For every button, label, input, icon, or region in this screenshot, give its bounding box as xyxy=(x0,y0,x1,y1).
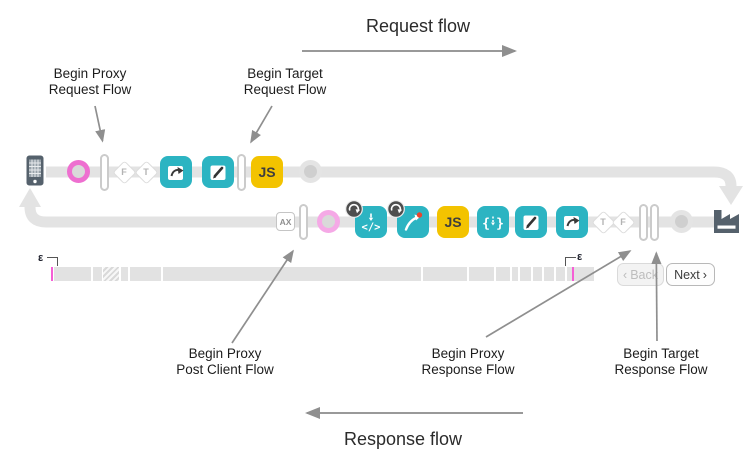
timeline-gap xyxy=(91,267,93,281)
diamond-letter: T xyxy=(600,216,606,227)
timeline-gap xyxy=(554,267,556,281)
brace-open-glyph: { xyxy=(482,217,490,232)
proxy-request-start-circle[interactable] xyxy=(67,160,90,183)
timeline-gap xyxy=(494,267,496,281)
diamond-letter: F xyxy=(620,216,626,227)
timeline-gap xyxy=(128,267,130,281)
callout-begin-proxy-request-flow: Begin Proxy Request Flow xyxy=(15,66,165,98)
timeline-hatched-segment xyxy=(103,267,119,281)
javascript-policy-icon[interactable]: JS xyxy=(437,206,469,238)
timeline-gap xyxy=(531,267,533,281)
back-chevron-icon: ‹ xyxy=(623,267,628,282)
timeline-bracket-right xyxy=(565,257,576,266)
callout-policy-icon[interactable] xyxy=(160,156,192,188)
begin-proxy-response-flow-marker[interactable] xyxy=(639,204,648,241)
target-response-end-circle[interactable] xyxy=(670,210,693,233)
proxy-response-start-circle[interactable] xyxy=(317,210,340,233)
code-glyph: </> xyxy=(362,222,381,234)
timeline-gap xyxy=(161,267,163,281)
extract-variables-policy-icon[interactable]: { } xyxy=(477,206,509,238)
callout-line: Request Flow xyxy=(243,82,327,97)
back-button[interactable]: ‹ Back xyxy=(617,263,664,286)
message-edit-policy-icon[interactable] xyxy=(515,206,547,238)
back-button-label: Back xyxy=(630,267,658,282)
client-phone-icon[interactable] xyxy=(26,155,44,191)
timeline-gap xyxy=(510,267,512,281)
callout-line: Response Flow xyxy=(614,362,708,377)
timeline-gap xyxy=(518,267,520,281)
begin-target-request-flow-marker[interactable] xyxy=(237,154,246,191)
callout-line: Post Client Flow xyxy=(176,362,274,377)
diamond-letter: T xyxy=(143,166,149,177)
callout-policy-icon[interactable] xyxy=(556,206,588,238)
callout-line: Begin Proxy xyxy=(188,346,262,361)
response-flow-line xyxy=(24,206,719,228)
callout-begin-target-response-flow: Begin Target Response Flow xyxy=(586,346,736,378)
request-flow-label: Request flow xyxy=(365,16,471,36)
callout-line: Begin Target xyxy=(247,66,323,81)
begin-target-response-flow-marker[interactable] xyxy=(650,204,659,241)
next-chevron-icon: › xyxy=(702,267,707,282)
target-request-end-circle[interactable] xyxy=(299,160,322,183)
callout-line: Response Flow xyxy=(421,362,515,377)
callout-begin-proxy-response-flow: Begin Proxy Response Flow xyxy=(393,346,543,378)
callout-begin-target-request-flow: Begin Target Request Flow xyxy=(210,66,360,98)
timeline-gap xyxy=(421,267,423,281)
begin-proxy-request-flow-marker[interactable] xyxy=(100,154,109,191)
begin-proxy-post-client-flow-marker[interactable] xyxy=(299,204,308,240)
timeline-epsilon-right: ε xyxy=(577,251,583,263)
timeline-gap xyxy=(119,267,121,281)
request-flow-line xyxy=(46,166,737,187)
callout-line: Begin Proxy xyxy=(431,346,505,361)
loop-badge-icon xyxy=(387,200,405,218)
callout-line: Begin Proxy xyxy=(53,66,127,81)
backend-factory-icon[interactable] xyxy=(711,205,742,240)
timeline-bracket-left xyxy=(47,257,58,266)
next-button-label: Next xyxy=(674,267,700,282)
response-flow-label: Response flow xyxy=(343,429,463,449)
timeline-epsilon-left: ε xyxy=(38,252,44,264)
callout-begin-proxy-post-client-flow: Begin Proxy Post Client Flow xyxy=(150,346,300,378)
brace-close-glyph: } xyxy=(496,217,504,232)
condition-true-diamond[interactable]: T xyxy=(590,209,616,235)
timeline-end-tick xyxy=(572,267,574,281)
analytics-step-icon[interactable]: AX xyxy=(276,212,295,231)
diamond-letter: F xyxy=(121,166,127,177)
condition-false-diamond[interactable]: F xyxy=(111,159,137,185)
message-edit-policy-icon[interactable] xyxy=(202,156,234,188)
request-flow-down-arrowhead xyxy=(719,186,743,205)
timeline-start-tick xyxy=(51,267,53,281)
condition-true-diamond[interactable]: T xyxy=(133,159,159,185)
callout-line: Begin Target xyxy=(623,346,699,361)
javascript-policy-icon[interactable]: JS xyxy=(251,156,283,188)
response-flow-up-arrowhead xyxy=(19,188,41,207)
callout-line: Request Flow xyxy=(48,82,132,97)
next-button[interactable]: Next › xyxy=(666,263,715,286)
loop-badge-icon xyxy=(345,200,363,218)
timeline-gap xyxy=(542,267,544,281)
timeline-gap xyxy=(565,267,567,281)
timeline-gap xyxy=(467,267,469,281)
timeline-bar[interactable] xyxy=(54,267,594,281)
condition-false-diamond[interactable]: F xyxy=(610,209,636,235)
